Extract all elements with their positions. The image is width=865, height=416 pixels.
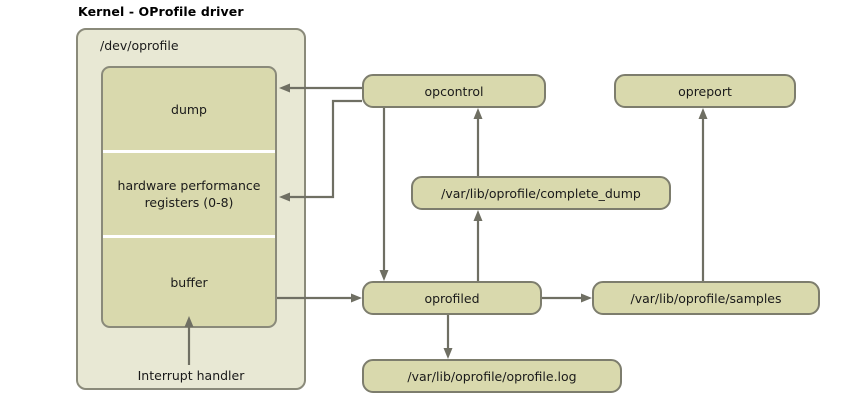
node-oprofiled[interactable]: oprofiled: [362, 281, 542, 315]
kernel-cell-hwregs-label: hardware performance registers (0-8): [118, 177, 261, 211]
arrowhead-opcontrol-bottom: [473, 108, 483, 119]
arrowhead-oprofiled-left: [351, 293, 362, 303]
arrowhead-opreport-bottom: [698, 108, 708, 119]
arrowhead-log-top: [443, 348, 453, 359]
node-opreport-label: opreport: [678, 83, 732, 99]
interrupt-handler-label: Interrupt handler: [137, 368, 245, 383]
arrowhead-oprofiled-top: [379, 270, 389, 281]
hwregs-line-1: hardware performance: [117, 178, 261, 193]
node-samples[interactable]: /var/lib/oprofile/samples: [592, 281, 820, 315]
node-samples-label: /var/lib/oprofile/samples: [630, 290, 782, 306]
kernel-cell-buffer-label: buffer: [170, 274, 208, 290]
kernel-cell-hwregs: hardware performance registers (0-8): [103, 153, 275, 235]
dev-oprofile-label: /dev/oprofile: [100, 38, 179, 53]
kernel-cell-dump-label: dump: [171, 101, 207, 117]
node-opcontrol[interactable]: opcontrol: [362, 74, 546, 108]
diagram-title: Kernel - OProfile driver: [78, 4, 244, 19]
node-complete-dump[interactable]: /var/lib/oprofile/complete_dump: [411, 176, 671, 210]
kernel-cell-dump: dump: [103, 68, 275, 150]
node-opcontrol-label: opcontrol: [424, 83, 484, 99]
node-opreport[interactable]: opreport: [614, 74, 796, 108]
cell-divider: [103, 235, 275, 238]
node-complete-dump-label: /var/lib/oprofile/complete_dump: [441, 185, 641, 201]
kernel-cell-buffer: buffer: [103, 238, 275, 326]
cell-divider: [103, 150, 275, 153]
dev-oprofile-stack: dump hardware performance registers (0-8…: [101, 66, 277, 328]
node-oprofile-log-label: /var/lib/oprofile/oprofile.log: [407, 368, 577, 384]
arrowhead-complete-dump-bottom: [473, 210, 483, 221]
hwregs-line-2: registers (0-8): [144, 195, 234, 210]
arrowhead-samples-left: [581, 293, 592, 303]
node-oprofiled-label: oprofiled: [424, 290, 480, 306]
node-oprofile-log[interactable]: /var/lib/oprofile/oprofile.log: [362, 359, 622, 393]
